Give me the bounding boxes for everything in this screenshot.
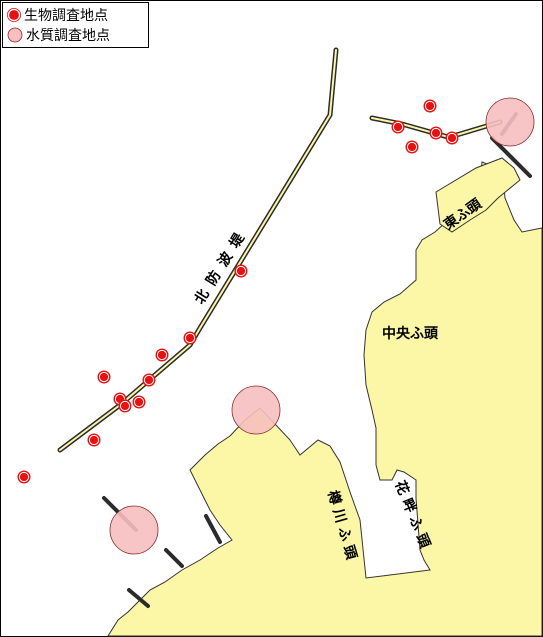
groyne-3 (204, 514, 222, 544)
groyne-2 (164, 548, 184, 568)
biological-survey-point (445, 131, 459, 145)
biological-survey-point (183, 331, 197, 345)
biological-survey-point (391, 120, 405, 134)
biological-survey-point (17, 470, 31, 484)
legend-item-water-quality: 水質調査地点 (7, 25, 144, 45)
east-pier-1 (490, 136, 532, 178)
biological-survey-point (234, 264, 248, 278)
biological-survey-point (423, 99, 437, 113)
red-dot-icon (7, 8, 21, 22)
legend-label-water-quality: 水質調査地点 (26, 28, 110, 44)
biological-survey-point (142, 373, 156, 387)
biological-survey-point (118, 399, 132, 413)
north-breakwater (57, 47, 339, 453)
map-legend: 生物調査地点 水質調査地点 (2, 2, 149, 48)
water-quality-point (231, 385, 281, 435)
biological-survey-point (97, 370, 111, 384)
water-quality-points (109, 97, 535, 555)
biological-survey-points (17, 99, 459, 484)
biological-survey-point (429, 126, 443, 140)
pink-circle-icon (7, 27, 23, 43)
biological-survey-point (405, 140, 419, 154)
biological-survey-point (155, 348, 169, 362)
water-quality-point (485, 97, 535, 147)
groyne-4 (127, 588, 150, 608)
legend-item-biological: 生物調査地点 (7, 5, 144, 25)
north-breakwater-inner (59, 49, 337, 451)
central-wharf-land (107, 161, 543, 637)
label-central-wharf: 中央ふ頭 (382, 325, 439, 342)
biological-survey-point (87, 433, 101, 447)
water-quality-point (109, 505, 159, 555)
east-wharf-land (435, 157, 521, 233)
legend-label-biological: 生物調査地点 (24, 8, 108, 24)
biological-survey-point (132, 395, 146, 409)
